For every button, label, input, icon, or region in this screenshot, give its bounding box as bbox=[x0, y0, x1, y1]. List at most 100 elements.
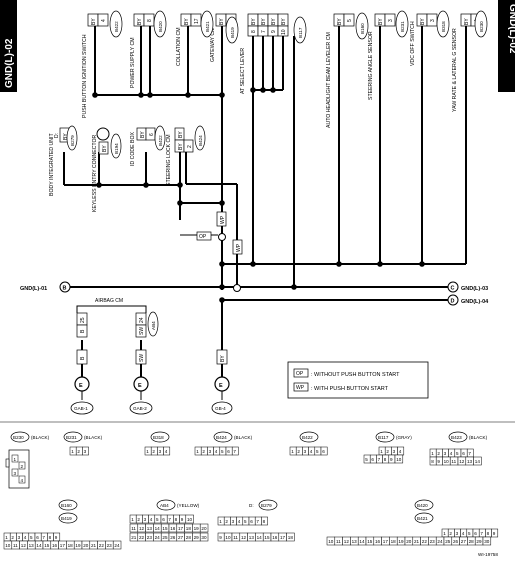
connector-pin-number: 20 bbox=[83, 543, 89, 548]
svg-text:E: E bbox=[79, 383, 83, 389]
connector-pin-number: 4 bbox=[165, 449, 168, 454]
connector-pin-number: 21 bbox=[91, 543, 97, 548]
svg-text:D:: D: bbox=[54, 133, 60, 138]
page-tag-left-text: GND(L)-02 bbox=[4, 38, 15, 88]
ground-gb-4: GB-4 bbox=[215, 406, 226, 411]
connector-pin-number: 18 bbox=[68, 543, 74, 548]
svg-text:B: B bbox=[80, 356, 86, 360]
connector-pin bbox=[112, 540, 122, 550]
connector-pin-number: 22 bbox=[139, 535, 145, 540]
connector-pin-number: 14 bbox=[359, 539, 365, 544]
connector-pin bbox=[394, 454, 404, 464]
connector-pin-number: 4 bbox=[310, 449, 313, 454]
connector-pin-number: 8 bbox=[49, 535, 52, 540]
svg-text:BY: BY bbox=[420, 18, 426, 25]
svg-text:BY: BY bbox=[137, 18, 143, 25]
connector-pin-number: 7 bbox=[468, 451, 471, 456]
svg-text:24: 24 bbox=[139, 317, 145, 323]
connector-pin bbox=[185, 514, 194, 524]
connector-pin-number: 4 bbox=[215, 449, 218, 454]
connector-pin-number: 30 bbox=[201, 535, 207, 540]
connector-pin-number: 1 bbox=[431, 451, 434, 456]
label-collation-cm: COLLATION CM bbox=[176, 27, 182, 66]
connector-pin-number: 10 bbox=[187, 517, 193, 522]
connector-pin-number: 16 bbox=[375, 539, 381, 544]
svg-text:B279: B279 bbox=[70, 135, 75, 146]
wires bbox=[63, 26, 467, 380]
connector-pin-number: 2 bbox=[386, 449, 389, 454]
svg-text:BY: BY bbox=[178, 131, 184, 138]
gnd-l-03-label: GND(L)-03 bbox=[461, 286, 488, 292]
connector-pin-number: 14 bbox=[257, 535, 263, 540]
connector-pin-number: 8 bbox=[431, 459, 434, 464]
connector-pin-number: 1 bbox=[380, 449, 383, 454]
gnd-l-04-letter: D bbox=[451, 299, 455, 305]
connector-pin-number: 30 bbox=[484, 539, 490, 544]
svg-text:(BLACK): (BLACK) bbox=[31, 435, 50, 440]
legend: OP : WITHOUT PUSH BUTTON START WP : WITH… bbox=[287, 361, 429, 399]
connector-pin-number: 14 bbox=[475, 459, 481, 464]
connector-pin-number: 13 bbox=[29, 543, 35, 548]
ground-symbols: B E GAB-1 SW E GAB-2 BY E GB-4 bbox=[70, 349, 233, 415]
connector-pin-number: 2 bbox=[137, 517, 140, 522]
connector-pin-number: 1 bbox=[146, 449, 149, 454]
connector-pin-number: 3 bbox=[456, 531, 459, 536]
label-push-button-ignition-switch: PUSH BUTTON IGNITION SWITCH bbox=[82, 34, 88, 118]
connector-pin-number: 2 bbox=[297, 449, 300, 454]
connector-pin-number: 11 bbox=[13, 543, 18, 548]
conn-view-b279: B279 bbox=[261, 503, 272, 508]
svg-text:BY: BY bbox=[378, 18, 384, 25]
connector-pin-number: 19 bbox=[194, 526, 200, 531]
connector-pin-number: 7 bbox=[256, 519, 259, 524]
svg-text:B419: B419 bbox=[230, 27, 235, 38]
connector-pin bbox=[482, 536, 492, 546]
svg-text:B194: B194 bbox=[114, 143, 119, 154]
connector-pin-number: 12 bbox=[21, 543, 27, 548]
connector-pin-number: 15 bbox=[162, 526, 168, 531]
connector-pin-number: 9 bbox=[219, 535, 222, 540]
connector-pin-number: 10 bbox=[5, 543, 11, 548]
connector-pin-number: 14 bbox=[36, 543, 42, 548]
connector-pin bbox=[199, 532, 209, 542]
page-tag-right-text: GND(L)-02 bbox=[507, 4, 515, 54]
connector-pin-number: 6 bbox=[322, 449, 325, 454]
connector-pin bbox=[163, 446, 171, 456]
ground-line-labels: GND(L)-01 B C GND(L)-03 D GND(L)-04 bbox=[20, 281, 489, 306]
svg-text:3: 3 bbox=[14, 471, 17, 476]
connector-pin-number: 28 bbox=[186, 535, 192, 540]
svg-text:B231: B231 bbox=[400, 21, 405, 32]
connector-pin-number: 23 bbox=[147, 535, 153, 540]
connector-pin-number: 26 bbox=[453, 539, 459, 544]
connector-pin-number: 1 bbox=[291, 449, 294, 454]
label-keyless-entry-connector: KEYLESS ENTRY CONNECTOR bbox=[92, 134, 98, 212]
label-auto-headlight-beam-leveler: AUTO HEADLIGHT BEAM LEVELER CM bbox=[326, 32, 332, 128]
svg-text:BY: BY bbox=[337, 18, 343, 25]
connector-pin-number: 29 bbox=[476, 539, 482, 544]
svg-text:B422: B422 bbox=[158, 135, 163, 146]
svg-text:SW: SW bbox=[139, 354, 145, 362]
connector-pin-number: 1 bbox=[219, 519, 222, 524]
connector-pin-number: 2 bbox=[152, 449, 155, 454]
label-body-integrated-unit: BODY INTEGRATED UNIT bbox=[49, 133, 55, 196]
connector-pin-number: 3 bbox=[144, 517, 147, 522]
connector-pin-number: 17 bbox=[178, 526, 184, 531]
svg-text:BY: BY bbox=[464, 18, 470, 25]
svg-text:BY: BY bbox=[102, 145, 108, 152]
svg-text:8: 8 bbox=[251, 30, 257, 33]
connector-pin-number: 5 bbox=[244, 519, 247, 524]
svg-text:BY: BY bbox=[219, 18, 225, 25]
connector-pin-number: 9 bbox=[493, 531, 496, 536]
connector-pin-number: 8 bbox=[384, 457, 387, 462]
connector-pin-number: 3 bbox=[304, 449, 307, 454]
conn-view-b424: B424 bbox=[216, 435, 227, 440]
connector-pin-number: 12 bbox=[344, 539, 350, 544]
connector-pin-number: 27 bbox=[178, 535, 184, 540]
airbag-title: AIRBAG CM bbox=[95, 298, 123, 304]
svg-text:SW: SW bbox=[139, 327, 145, 335]
connector-pin-number: 7 bbox=[233, 449, 236, 454]
connector-pin-number: 1 bbox=[5, 535, 8, 540]
connector-pin-number: 10 bbox=[396, 457, 402, 462]
connector-pin-number: 15 bbox=[44, 543, 50, 548]
connector-pin-number: 9 bbox=[437, 459, 440, 464]
